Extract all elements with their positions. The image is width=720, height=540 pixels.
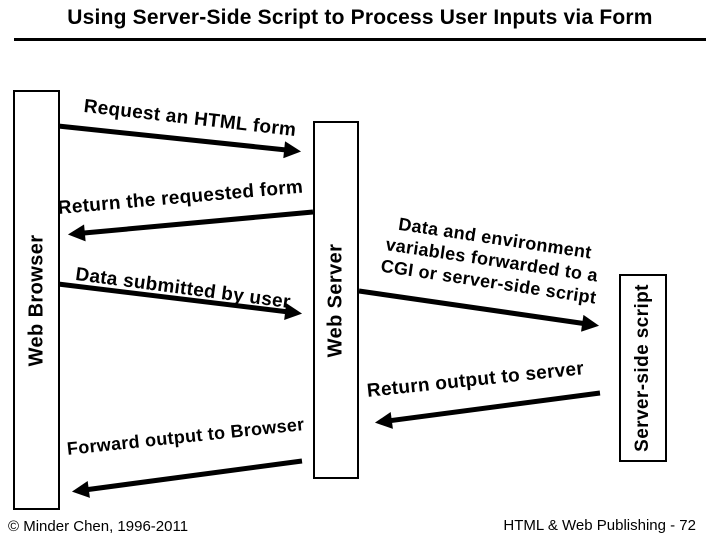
arrow-return-output xyxy=(374,390,601,429)
node-web-server: Web Server xyxy=(313,121,359,479)
arrow-return-requested-form xyxy=(67,209,314,242)
node-web-server-label: Web Server xyxy=(324,243,347,357)
title-underline xyxy=(14,38,706,41)
node-web-browser: Web Browser xyxy=(13,90,60,510)
node-web-browser-label: Web Browser xyxy=(25,234,47,366)
arrow-data-submitted xyxy=(57,281,303,321)
arrow-request-html-form xyxy=(57,123,302,159)
arrow-data-env-forwarded xyxy=(358,288,600,332)
page-title: Using Server-Side Script to Process User… xyxy=(67,6,653,29)
node-server-side-script: Server-side script xyxy=(619,274,667,462)
node-server-side-script-label: Server-side script xyxy=(632,284,654,452)
slide-footer-page: HTML & Web Publishing - 72 xyxy=(503,517,696,534)
copyright-text: © Minder Chen, 1996-2011 xyxy=(8,518,189,535)
arrow-forward-output xyxy=(71,458,303,498)
